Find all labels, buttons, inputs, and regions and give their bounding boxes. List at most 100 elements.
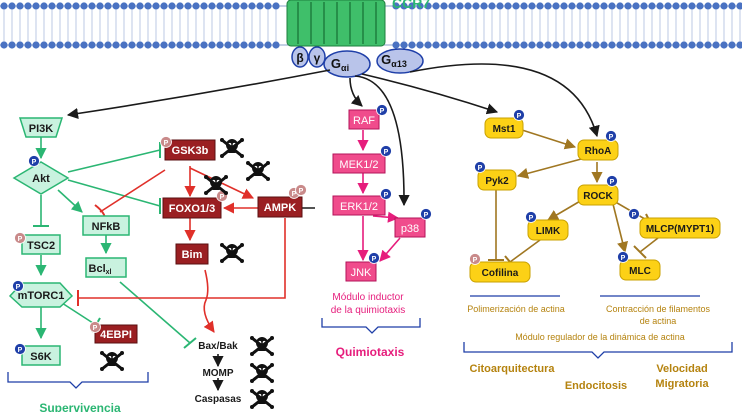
ga13-label: Gα13	[381, 52, 407, 69]
phospho-badge: P	[89, 321, 101, 333]
mapk-connectors	[357, 130, 401, 262]
node-gsk3b: GSK3b	[164, 139, 216, 161]
node-mlc: MLC	[619, 259, 661, 281]
svg-text:ROCK: ROCK	[583, 191, 613, 202]
node-foxo: FOXO1/3	[162, 197, 222, 219]
phospho-badge: P	[376, 104, 388, 116]
phospho-badge: P	[14, 343, 26, 355]
momp-label: MOMP	[202, 368, 233, 379]
phospho-badge: P	[14, 232, 26, 244]
actin-module: Polimerización de actina Contracción de …	[463, 295, 733, 392]
node-ebp: 4EBPI	[94, 324, 138, 344]
svg-text:Contracción de filamentos: Contracción de filamentos	[606, 304, 711, 314]
svg-text:TSC2: TSC2	[27, 240, 55, 252]
svg-text:ERK1/2: ERK1/2	[340, 201, 378, 213]
svg-text:4EBPI: 4EBPI	[100, 329, 132, 341]
svg-text:AMPK: AMPK	[264, 202, 296, 214]
svg-text:P: P	[610, 179, 615, 186]
node-bim: Bim	[175, 243, 209, 265]
svg-text:P: P	[621, 255, 626, 262]
g-protein-complex: β γ Gαi Gα13	[291, 46, 424, 78]
svg-text:P: P	[18, 236, 23, 243]
node-mlcp: MLCP(MYPT1)	[639, 217, 721, 239]
svg-text:MEK1/2: MEK1/2	[339, 159, 378, 171]
skull-icon	[218, 136, 246, 160]
node-mst1: Mst1	[484, 117, 524, 139]
svg-text:S6K: S6K	[30, 351, 51, 363]
node-limk: LIMK	[527, 219, 569, 241]
svg-text:Mst1: Mst1	[493, 124, 516, 135]
phospho-badge: P	[160, 136, 172, 148]
svg-text:P: P	[517, 113, 522, 120]
ccr7-label: CCR7	[392, 0, 430, 11]
node-rock: ROCK	[577, 184, 619, 206]
svg-text:Velocidad: Velocidad	[656, 363, 707, 375]
node-rhoa: RhoA	[577, 139, 619, 161]
svg-text:PI3K: PI3K	[29, 123, 54, 135]
svg-text:P: P	[384, 149, 389, 156]
phospho-badge: P	[474, 161, 486, 173]
svg-text:P: P	[473, 257, 478, 264]
svg-text:RAF: RAF	[353, 115, 375, 127]
node-ampk: AMPK	[257, 196, 303, 218]
svg-text:P: P	[372, 256, 377, 263]
phospho-badge: P	[420, 208, 432, 220]
svg-text:P: P	[18, 347, 23, 354]
node-jnk: JNK	[345, 261, 377, 282]
node-bclxl: Bclxl	[85, 257, 127, 278]
phospho-badge: P	[606, 175, 618, 187]
svg-text:Migratoria: Migratoria	[655, 378, 709, 390]
quimiotaxis-label: Quimiotaxis	[336, 345, 405, 359]
phospho-badge: P	[12, 280, 24, 292]
node-tsc2: TSC2	[21, 234, 61, 255]
phospho-badge: P	[380, 188, 392, 200]
svg-text:NFkB: NFkB	[92, 221, 121, 233]
svg-text:P: P	[292, 191, 297, 198]
svg-text:P: P	[609, 134, 614, 141]
skull-icon	[248, 387, 276, 411]
survival-connectors	[33, 137, 315, 392]
svg-text:RhoA: RhoA	[585, 146, 612, 157]
svg-text:P: P	[220, 194, 225, 201]
svg-text:Módulo regulador de la dinámic: Módulo regulador de la dinámica de actin…	[515, 332, 685, 342]
chemotaxis-module: Módulo inductor de la quimiotaxis Quimio…	[321, 292, 421, 359]
gamma-subunit: γ	[314, 51, 321, 65]
node-akt: Akt	[12, 161, 70, 195]
phospho-badge: P	[525, 211, 537, 223]
node-p38: p38	[394, 217, 426, 238]
svg-text:P: P	[384, 192, 389, 199]
phospho-badge: P	[295, 184, 307, 196]
svg-text:P: P	[16, 284, 21, 291]
svg-text:Bclxl: Bclxl	[89, 263, 112, 276]
svg-text:P: P	[299, 188, 304, 195]
svg-text:GSK3b: GSK3b	[172, 145, 209, 157]
svg-text:Akt: Akt	[32, 173, 50, 185]
phospho-badge: P	[469, 253, 481, 265]
actin-connectors	[488, 129, 659, 269]
node-erk: ERK1/2	[332, 195, 386, 216]
supervivencia-label: Supervivencia	[39, 401, 121, 412]
svg-text:Pyk2: Pyk2	[485, 176, 509, 187]
phospho-badge: P	[605, 130, 617, 142]
skull-icon	[248, 361, 276, 385]
svg-text:Endocitosis: Endocitosis	[565, 380, 627, 392]
skull-icon	[244, 159, 272, 183]
svg-text:P: P	[632, 212, 637, 219]
caspasas-label: Caspasas	[195, 394, 242, 405]
beta-subunit: β	[296, 51, 303, 65]
node-s6k: S6K	[21, 345, 61, 366]
svg-text:P: P	[424, 212, 429, 219]
bax-bak-label: Bax/Bak	[198, 341, 238, 352]
svg-text:Cofilina: Cofilina	[482, 268, 519, 279]
svg-text:MLC: MLC	[629, 266, 651, 277]
phospho-badge: P	[380, 145, 392, 157]
node-pyk2: Pyk2	[477, 169, 517, 191]
survival-module: Supervivencia	[7, 372, 149, 412]
phospho-badge: P	[628, 208, 640, 220]
svg-text:JNK: JNK	[351, 267, 372, 279]
phospho-badge: P	[513, 109, 525, 121]
skull-icon	[98, 349, 126, 373]
svg-text:P: P	[478, 165, 483, 172]
